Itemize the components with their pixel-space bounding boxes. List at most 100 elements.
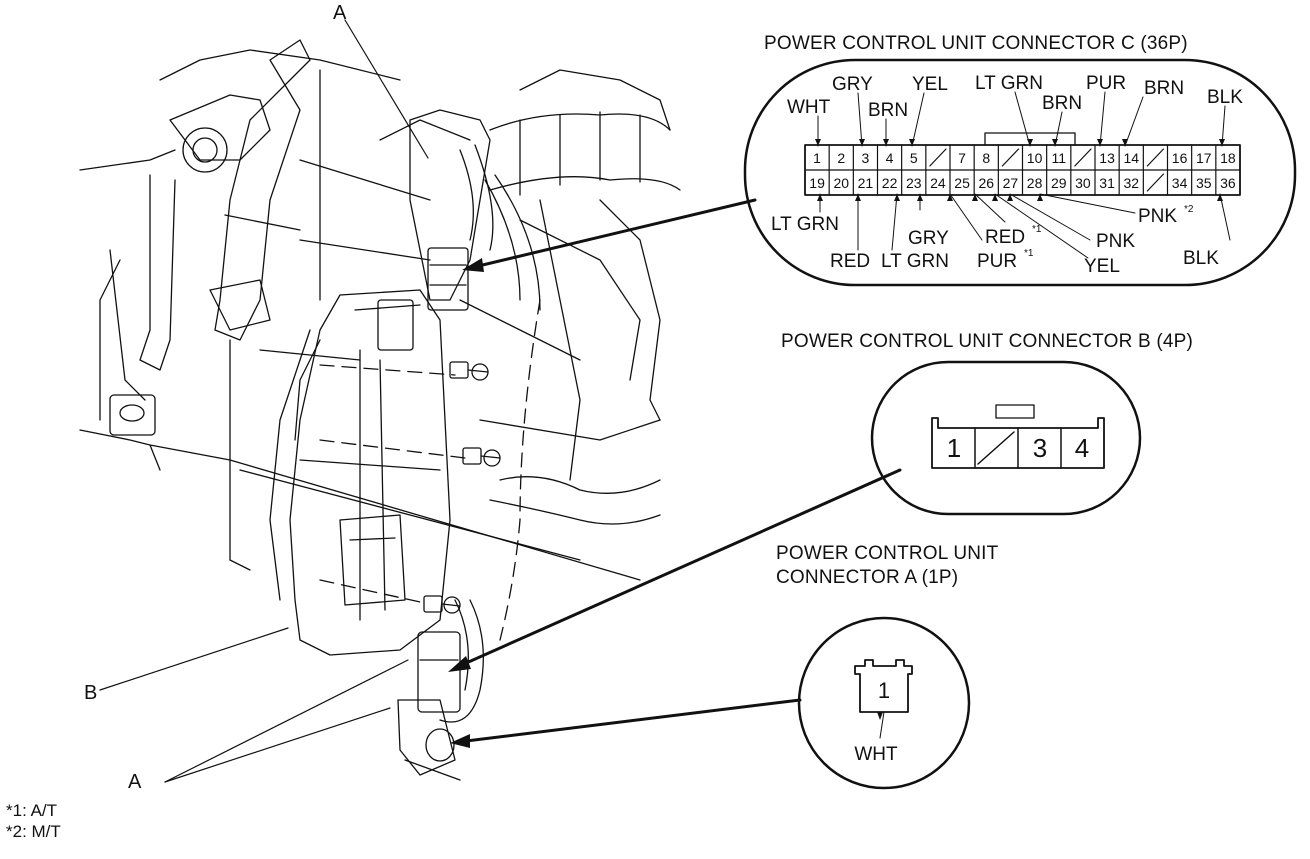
wire-label-pin20: RED <box>830 251 870 272</box>
leader-arrow-tip <box>1219 139 1225 146</box>
connector-c-empty-cavity <box>1146 148 1165 167</box>
wire-label-pin1: WHT <box>787 97 831 118</box>
connector-c-pin-14: 14 <box>1123 150 1139 166</box>
leader-arrow-tip <box>815 139 821 146</box>
wire-label-pin18: BLK <box>1207 87 1243 108</box>
connector-a-wire-label: WHT <box>854 744 898 765</box>
harness-drawing <box>409 69 681 525</box>
callout-b: B <box>84 682 98 704</box>
connector-c-wire-labels: WHT GRY BRN YEL LT GRN BRN PUR BRN BLK L… <box>771 73 1243 277</box>
connector-c-view-frame <box>743 58 1297 287</box>
connector-b-cell-grid <box>974 427 1062 469</box>
leader-arrow-tip <box>992 194 998 201</box>
wire-label-pin13: PUR <box>1086 73 1126 94</box>
lower-connector-drawing <box>397 599 484 781</box>
connector-b-housing <box>931 417 1105 469</box>
wire-label-pin28: PNK <box>1138 206 1177 227</box>
connector-a-view-frame <box>797 616 971 790</box>
connector-c-pin-19: 19 <box>809 175 825 191</box>
leader-arrow-tip <box>855 194 861 201</box>
wire-label-pin4: BRN <box>868 100 908 121</box>
connector-c-pin-5: 5 <box>910 150 918 166</box>
connector-c-pin-20: 20 <box>833 175 849 191</box>
connector-c-pin-21: 21 <box>858 175 874 191</box>
connector-c-pin-24: 24 <box>930 175 946 191</box>
callout-a-top: A <box>333 2 347 24</box>
connector-b-title: POWER CONTROL UNIT CONNECTOR B (4P) <box>781 331 1194 352</box>
footnote-2: *2: M/T <box>6 822 61 841</box>
wire-label-pin26: YEL <box>1084 256 1120 277</box>
connector-b-pin-3: 3 <box>1033 433 1047 463</box>
leader-arrow-tip <box>859 139 865 146</box>
connector-b-pin-1: 1 <box>947 433 961 463</box>
connector-c-pin-36: 36 <box>1220 175 1236 191</box>
leader-arrow-tip <box>1217 194 1223 201</box>
wire-label-pin5: YEL <box>912 74 948 95</box>
connector-c-cell-grid <box>804 144 1241 196</box>
leader-arrow-tip <box>1097 139 1103 146</box>
connector-c-pin-34: 34 <box>1172 175 1188 191</box>
wire-label-pin25: RED <box>985 227 1025 248</box>
leader-arrow-tip <box>1052 139 1058 146</box>
connector-b-pin-4: 4 <box>1075 433 1089 463</box>
wire-label-pin22: LT GRN <box>881 251 949 272</box>
connector-arrows <box>453 198 902 744</box>
wire-label-pin10: LT GRN <box>975 73 1043 94</box>
connector-c-title: POWER CONTROL UNIT CONNECTOR C (36P) <box>764 33 1188 54</box>
wire-label-pin11: BRN <box>1042 93 1082 114</box>
connector-c-pin-18: 18 <box>1220 150 1236 166</box>
leader-arrow-tip <box>972 194 978 201</box>
leader-arrow-tip <box>883 139 889 146</box>
wire-label-pin3: GRY <box>832 74 873 95</box>
connector-a-pin-1: 1 <box>878 678 890 703</box>
arrowhead-b <box>448 656 471 672</box>
connector-c-pin-13: 13 <box>1099 150 1115 166</box>
alignment-guides <box>319 299 541 641</box>
wire-label-pin23: GRY <box>908 228 949 249</box>
connector-a-housing <box>854 659 913 713</box>
leader-arrow-tip <box>1122 139 1128 146</box>
connector-c-empty-cavity <box>929 148 947 167</box>
callout-leaders <box>99 19 429 783</box>
wire-label-pin28-note: *2 <box>1184 204 1194 215</box>
leader-arrow-tip <box>1007 194 1013 201</box>
connector-c-pin-31: 31 <box>1099 175 1115 191</box>
connector-a-wire-leader <box>879 711 885 739</box>
wire-label-pin24: PUR <box>977 251 1017 272</box>
connector-c-wire-leaders <box>817 91 1231 259</box>
wire-label-pin27: PNK <box>1096 231 1135 252</box>
connector-c-pin-35: 35 <box>1196 175 1212 191</box>
connector-a-title-line1: POWER CONTROL UNIT <box>776 543 999 564</box>
connector-c-pin-10: 10 <box>1027 150 1043 166</box>
connector-c-pin-28: 28 <box>1027 175 1043 191</box>
connector-c-pin-4: 4 <box>886 150 894 166</box>
connector-c-empty-cavity <box>1001 148 1020 167</box>
connector-c-pin-29: 29 <box>1051 175 1067 191</box>
connector-c-empty-cavity <box>1146 173 1165 192</box>
leader-arrow-tip <box>917 194 923 201</box>
connector-c-pin-1: 1 <box>813 150 821 166</box>
connector-c-pin-23: 23 <box>906 175 922 191</box>
connector-c-pin-22: 22 <box>882 175 898 191</box>
connector-c-pin-11: 11 <box>1051 150 1066 166</box>
leader-arrow-tip <box>909 139 915 146</box>
leader-arrow-tip <box>1027 139 1033 146</box>
power-control-unit-drawing <box>269 289 451 656</box>
connector-c-pin-26: 26 <box>978 175 994 191</box>
connector-c-latch <box>984 132 1076 146</box>
wire-label-pin25-note: *1 <box>1032 224 1042 235</box>
bolt-group <box>423 361 501 614</box>
callout-a-bottom: A <box>128 771 142 793</box>
connector-c-pin-27: 27 <box>1003 175 1019 191</box>
footnote-1: *1: A/T <box>6 801 58 820</box>
connector-c-empty-cavity <box>1074 148 1092 167</box>
leader-arrow-tip <box>877 712 883 720</box>
leader-arrow-tip <box>1037 194 1043 201</box>
connector-a-title-line2: CONNECTOR A (1P) <box>776 567 959 588</box>
connector-c-pin-2: 2 <box>837 150 845 166</box>
connector-c-pin-32: 32 <box>1123 175 1139 191</box>
leader-arrow-tip <box>947 194 953 201</box>
wire-label-pin14: BRN <box>1144 78 1184 99</box>
